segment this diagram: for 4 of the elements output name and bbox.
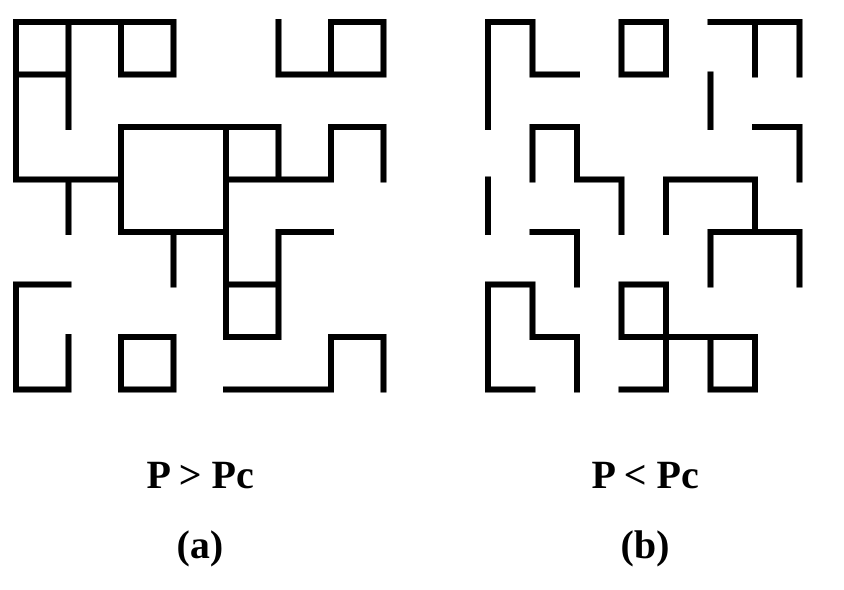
formula-label: P < Pc <box>592 455 699 495</box>
formula-label: P > Pc <box>146 455 254 495</box>
panel-label: (a) <box>176 525 224 565</box>
panel-label: (b) <box>620 525 670 565</box>
